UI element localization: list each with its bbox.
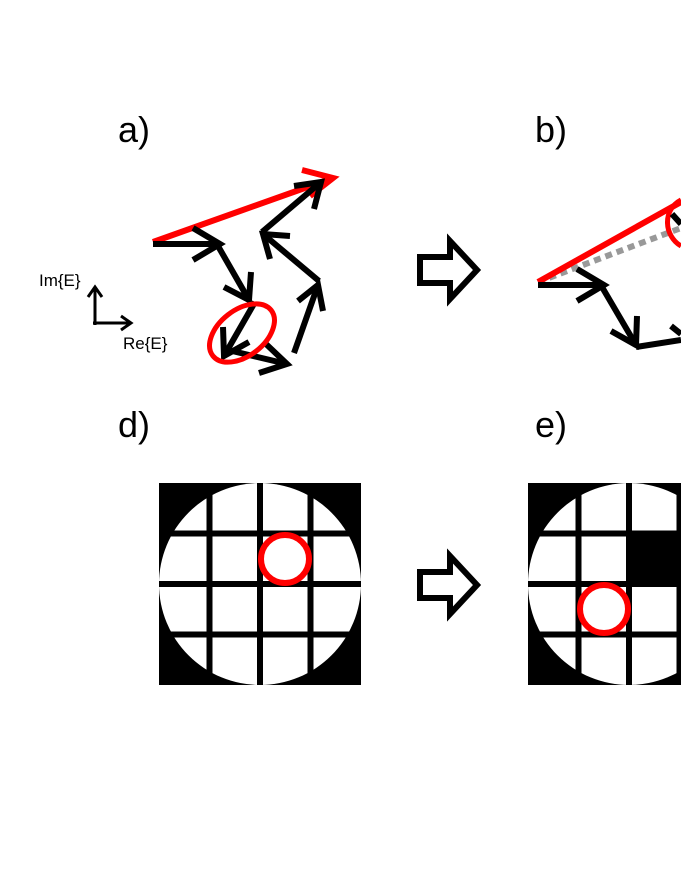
panel-a: a): [39, 109, 340, 376]
phasor-arrow: [260, 178, 326, 235]
panel-b: b): [535, 109, 681, 351]
right-block-arrow-icon: [417, 548, 482, 622]
modified-resultant-vector: [536, 199, 681, 285]
highlight-circle: [577, 582, 631, 636]
pixel-grid-aperture: [159, 483, 361, 685]
phasor-arrow: [220, 300, 258, 362]
phasor-arrow: [258, 230, 321, 284]
phasor-arrow: [227, 341, 293, 376]
phasor-arrow: [153, 225, 226, 263]
complex-plane-axes: [86, 284, 134, 332]
highlight-ellipse: [665, 197, 681, 249]
phasor-arrow: [291, 279, 326, 354]
highlight-ellipse: [207, 301, 277, 365]
phasor-arrow: [538, 266, 610, 304]
phasor-random-walk: [153, 178, 326, 376]
phasor-random-walk: [538, 266, 681, 351]
right-block-arrow-icon: [417, 233, 482, 307]
phasor-arrow: [669, 211, 681, 227]
panel-d-label: d): [118, 404, 150, 445]
phasor-arrow: [669, 323, 681, 337]
imaginary-axis-label: Im{E}: [39, 271, 81, 290]
original-resultant-dashed: [536, 225, 681, 285]
real-axis-label: Re{E}: [123, 334, 168, 353]
highlight-circle: [258, 532, 312, 586]
panel-d: d): [118, 404, 361, 685]
panel-e: e): [528, 404, 681, 685]
panel-a-label: a): [118, 109, 150, 150]
panel-e-label: e): [535, 404, 567, 445]
phasor-arrow: [635, 337, 681, 350]
switched-off-pixel: [629, 533, 681, 584]
phasor-arrow: [599, 285, 640, 351]
phasor-arrow: [215, 244, 254, 305]
panel-b-label: b): [535, 109, 567, 150]
resultant-field-vector: [151, 167, 340, 245]
